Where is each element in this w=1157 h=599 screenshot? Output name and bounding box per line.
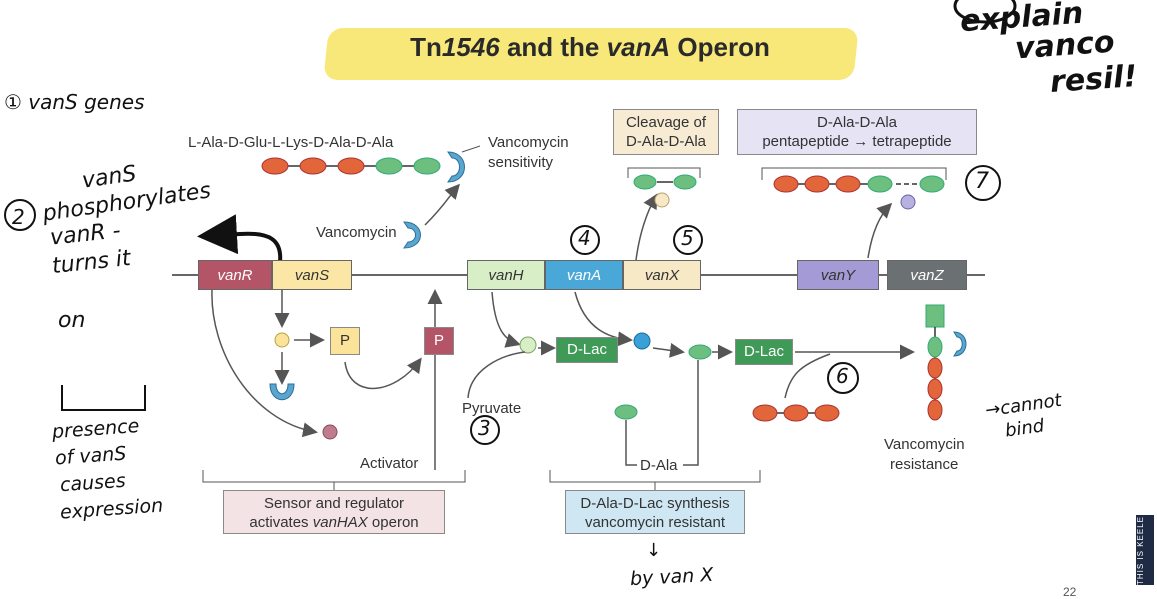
hand-vanco: vanco [1013,24,1116,67]
hand-resil: resil! [1048,58,1139,101]
vancomycin-icon [403,221,421,249]
sensor-line-2: activates vanHAX operon [249,514,419,531]
hand-number-7: 7 [975,169,989,194]
slide-title: Tn1546 and the vanA Operon [410,32,770,62]
gene-vanZ: vanZ [887,260,967,290]
dlac-box-2: D-Lac [735,339,793,365]
gene-vanS: vanS [272,260,352,290]
vancomycin-label: Vancomycin [316,224,397,241]
page-number: 22 [1063,585,1077,599]
dlac-box-1: D-Lac [556,337,618,363]
vanco-sensitivity-label-2: sensitivity [488,154,554,171]
gene-vanX: vanX [623,260,701,290]
pentapeptide-box: D-Ala-D-Ala pentapeptide → tetrapeptide [737,109,977,155]
peptide-label: L-Ala-D-Glu-L-Lys-D-Ala-D-Ala [188,134,394,151]
pyruvate-label: Pyruvate [462,400,522,417]
sensor-regulator-box: Sensor and regulator activates vanHAX op… [223,490,445,534]
hand-number-2: 2 [12,205,25,229]
hand-number-4: 4 [578,226,591,250]
vanco-resistance-label-1: Vancomycin [884,436,965,453]
cleavage-line-2: D-Ala-D-Ala [625,133,706,150]
hand-by-vanx: by van X [629,563,714,591]
dala-label: D-Ala [640,457,678,474]
gene-vanR: vanR [198,260,272,290]
vanco-sensitivity-label-1: Vancomycin [488,134,569,151]
activator-label: Activator [360,455,419,472]
gene-vanH: vanH [467,260,545,290]
sensor-line-1: Sensor and regulator [263,495,405,512]
vanco-resistance-label-2: resistance [890,456,959,473]
hand-on: on [58,308,86,333]
peptide-chain [261,145,481,183]
synthesis-line-2: vancomycin resistant [584,514,726,531]
pentapeptide-line-1: D-Ala-D-Ala [816,114,897,131]
phospho-box-1: P [330,327,360,355]
phospho-box-2: P [424,327,454,355]
gene-vanY: vanY [797,260,879,290]
brand-tab: THIS IS KEELE [1136,515,1154,585]
hand-number-6: 6 [836,364,849,388]
synthesis-line-1: D-Ala-D-Lac synthesis [580,495,730,512]
synthesis-box: D-Ala-D-Lac synthesis vancomycin resista… [565,490,745,534]
gene-vanA: vanA [545,260,623,290]
cleavage-box: Cleavage of D-Ala-D-Ala [613,109,719,155]
hand-number-5: 5 [681,226,694,250]
cleavage-line-1: Cleavage of [625,114,707,131]
hand-down-arrow: ↓ [646,540,662,561]
hand-number-3: 3 [478,416,491,440]
vancomycin-bound-icon [447,151,465,183]
hand-presence-3: causes [59,469,127,497]
hand-note-1: ① vanS genes [4,90,145,114]
pentapeptide-line-2: pentapeptide → tetrapeptide [762,133,952,150]
